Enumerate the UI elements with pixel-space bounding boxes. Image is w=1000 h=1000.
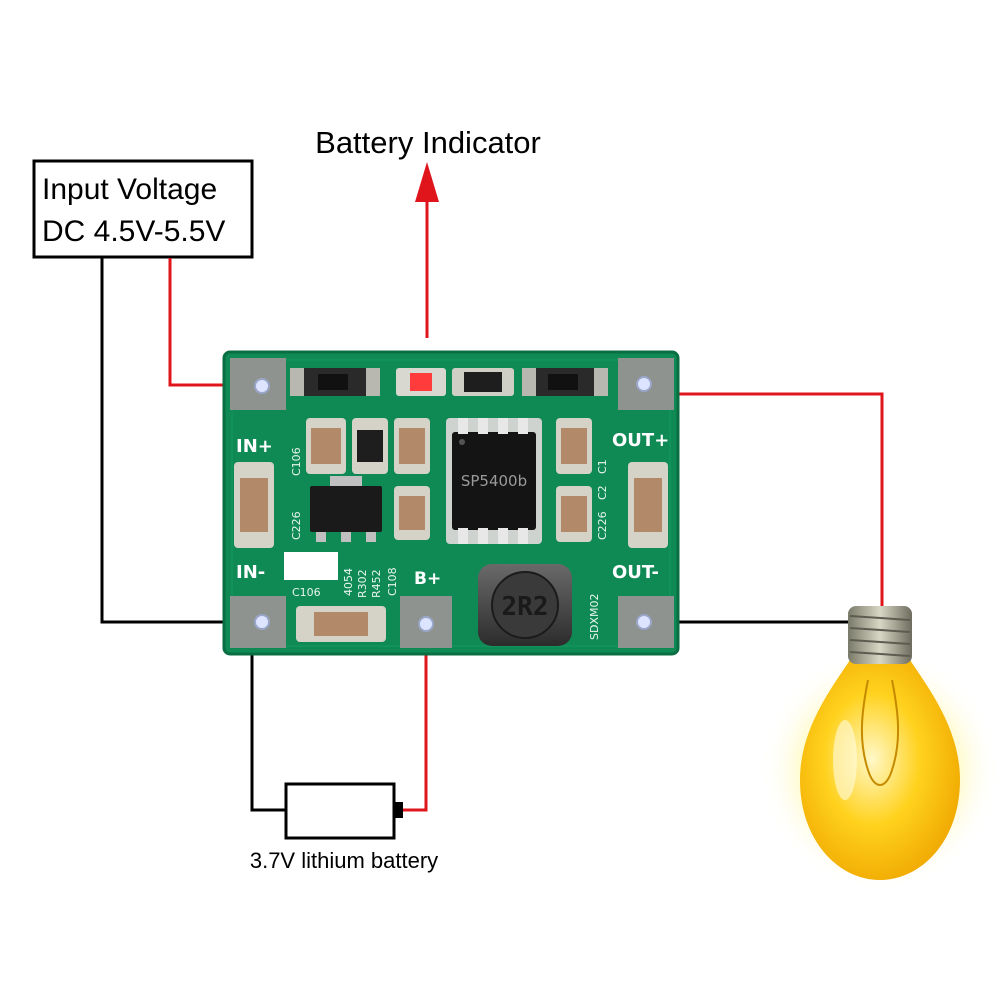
silk-c226-right: C226 [596, 511, 609, 540]
diode-left [290, 368, 380, 396]
silk-model: SDXM02 [588, 594, 601, 640]
silk-c226-left: C226 [290, 511, 303, 540]
capacitor-c106-top [306, 418, 346, 474]
wires [100, 162, 884, 812]
silk-b-plus: B+ [414, 569, 441, 589]
boost-ic: SP5400b [446, 418, 542, 544]
silk-r302: R302 [356, 569, 369, 598]
silk-c2: C2 [596, 485, 609, 500]
battery-label: 3.7V lithium battery [250, 848, 438, 873]
resistor-mid-1 [352, 418, 388, 474]
silk-c108: C108 [386, 567, 399, 596]
blank-label-patch [284, 552, 338, 580]
capacitor-c226-left [234, 462, 274, 548]
battery-negative-wire [250, 622, 286, 812]
indicator-led [396, 368, 446, 396]
light-bulb-icon [760, 606, 1000, 890]
input-voltage-label-line2: DC 4.5V-5.5V [42, 215, 225, 248]
pad-out-minus [618, 596, 674, 648]
silk-in-plus: IN+ [236, 436, 273, 457]
silk-in-minus: IN- [236, 562, 265, 583]
silk-c106-bottom: C106 [292, 586, 321, 599]
diode-right [522, 368, 608, 396]
capacitor-mid [394, 418, 430, 474]
silk-c1: C1 [596, 459, 609, 474]
output-positive-wire [650, 392, 884, 608]
charger-boost-module: SP5400b 2R2 IN+ IN- OU [222, 350, 680, 656]
input-voltage-box: Input Voltage DC 4.5V-5.5V [32, 159, 254, 259]
inductor: 2R2 [478, 564, 572, 646]
battery-icon [284, 782, 403, 840]
capacitor-c106-bottom [296, 606, 386, 642]
silk-out-plus: OUT+ [612, 430, 669, 451]
ic-marking: SP5400b [461, 472, 527, 490]
arrow-up-icon [415, 162, 439, 202]
pad-in-plus [230, 358, 286, 410]
pad-b-plus [400, 596, 452, 648]
pad-in-minus [230, 596, 286, 648]
silk-4054: 4054 [342, 568, 355, 596]
input-negative-wire [100, 258, 258, 624]
resistor-top [452, 368, 514, 396]
charger-chip [310, 476, 382, 542]
silk-r452: R452 [370, 569, 383, 598]
input-voltage-label-line1: Input Voltage [42, 173, 217, 206]
capacitor-c2 [556, 486, 592, 542]
pad-out-plus [618, 358, 674, 410]
battery-indicator-label: Battery Indicator [315, 125, 541, 160]
battery-positive-wire [402, 626, 428, 812]
silk-c106-top: C106 [290, 447, 303, 476]
capacitor-c226-right [628, 462, 668, 548]
capacitor-c1 [556, 418, 592, 474]
inductor-marking: 2R2 [502, 592, 549, 622]
silk-out-minus: OUT- [612, 562, 659, 583]
capacitor-mid-2 [394, 486, 430, 540]
